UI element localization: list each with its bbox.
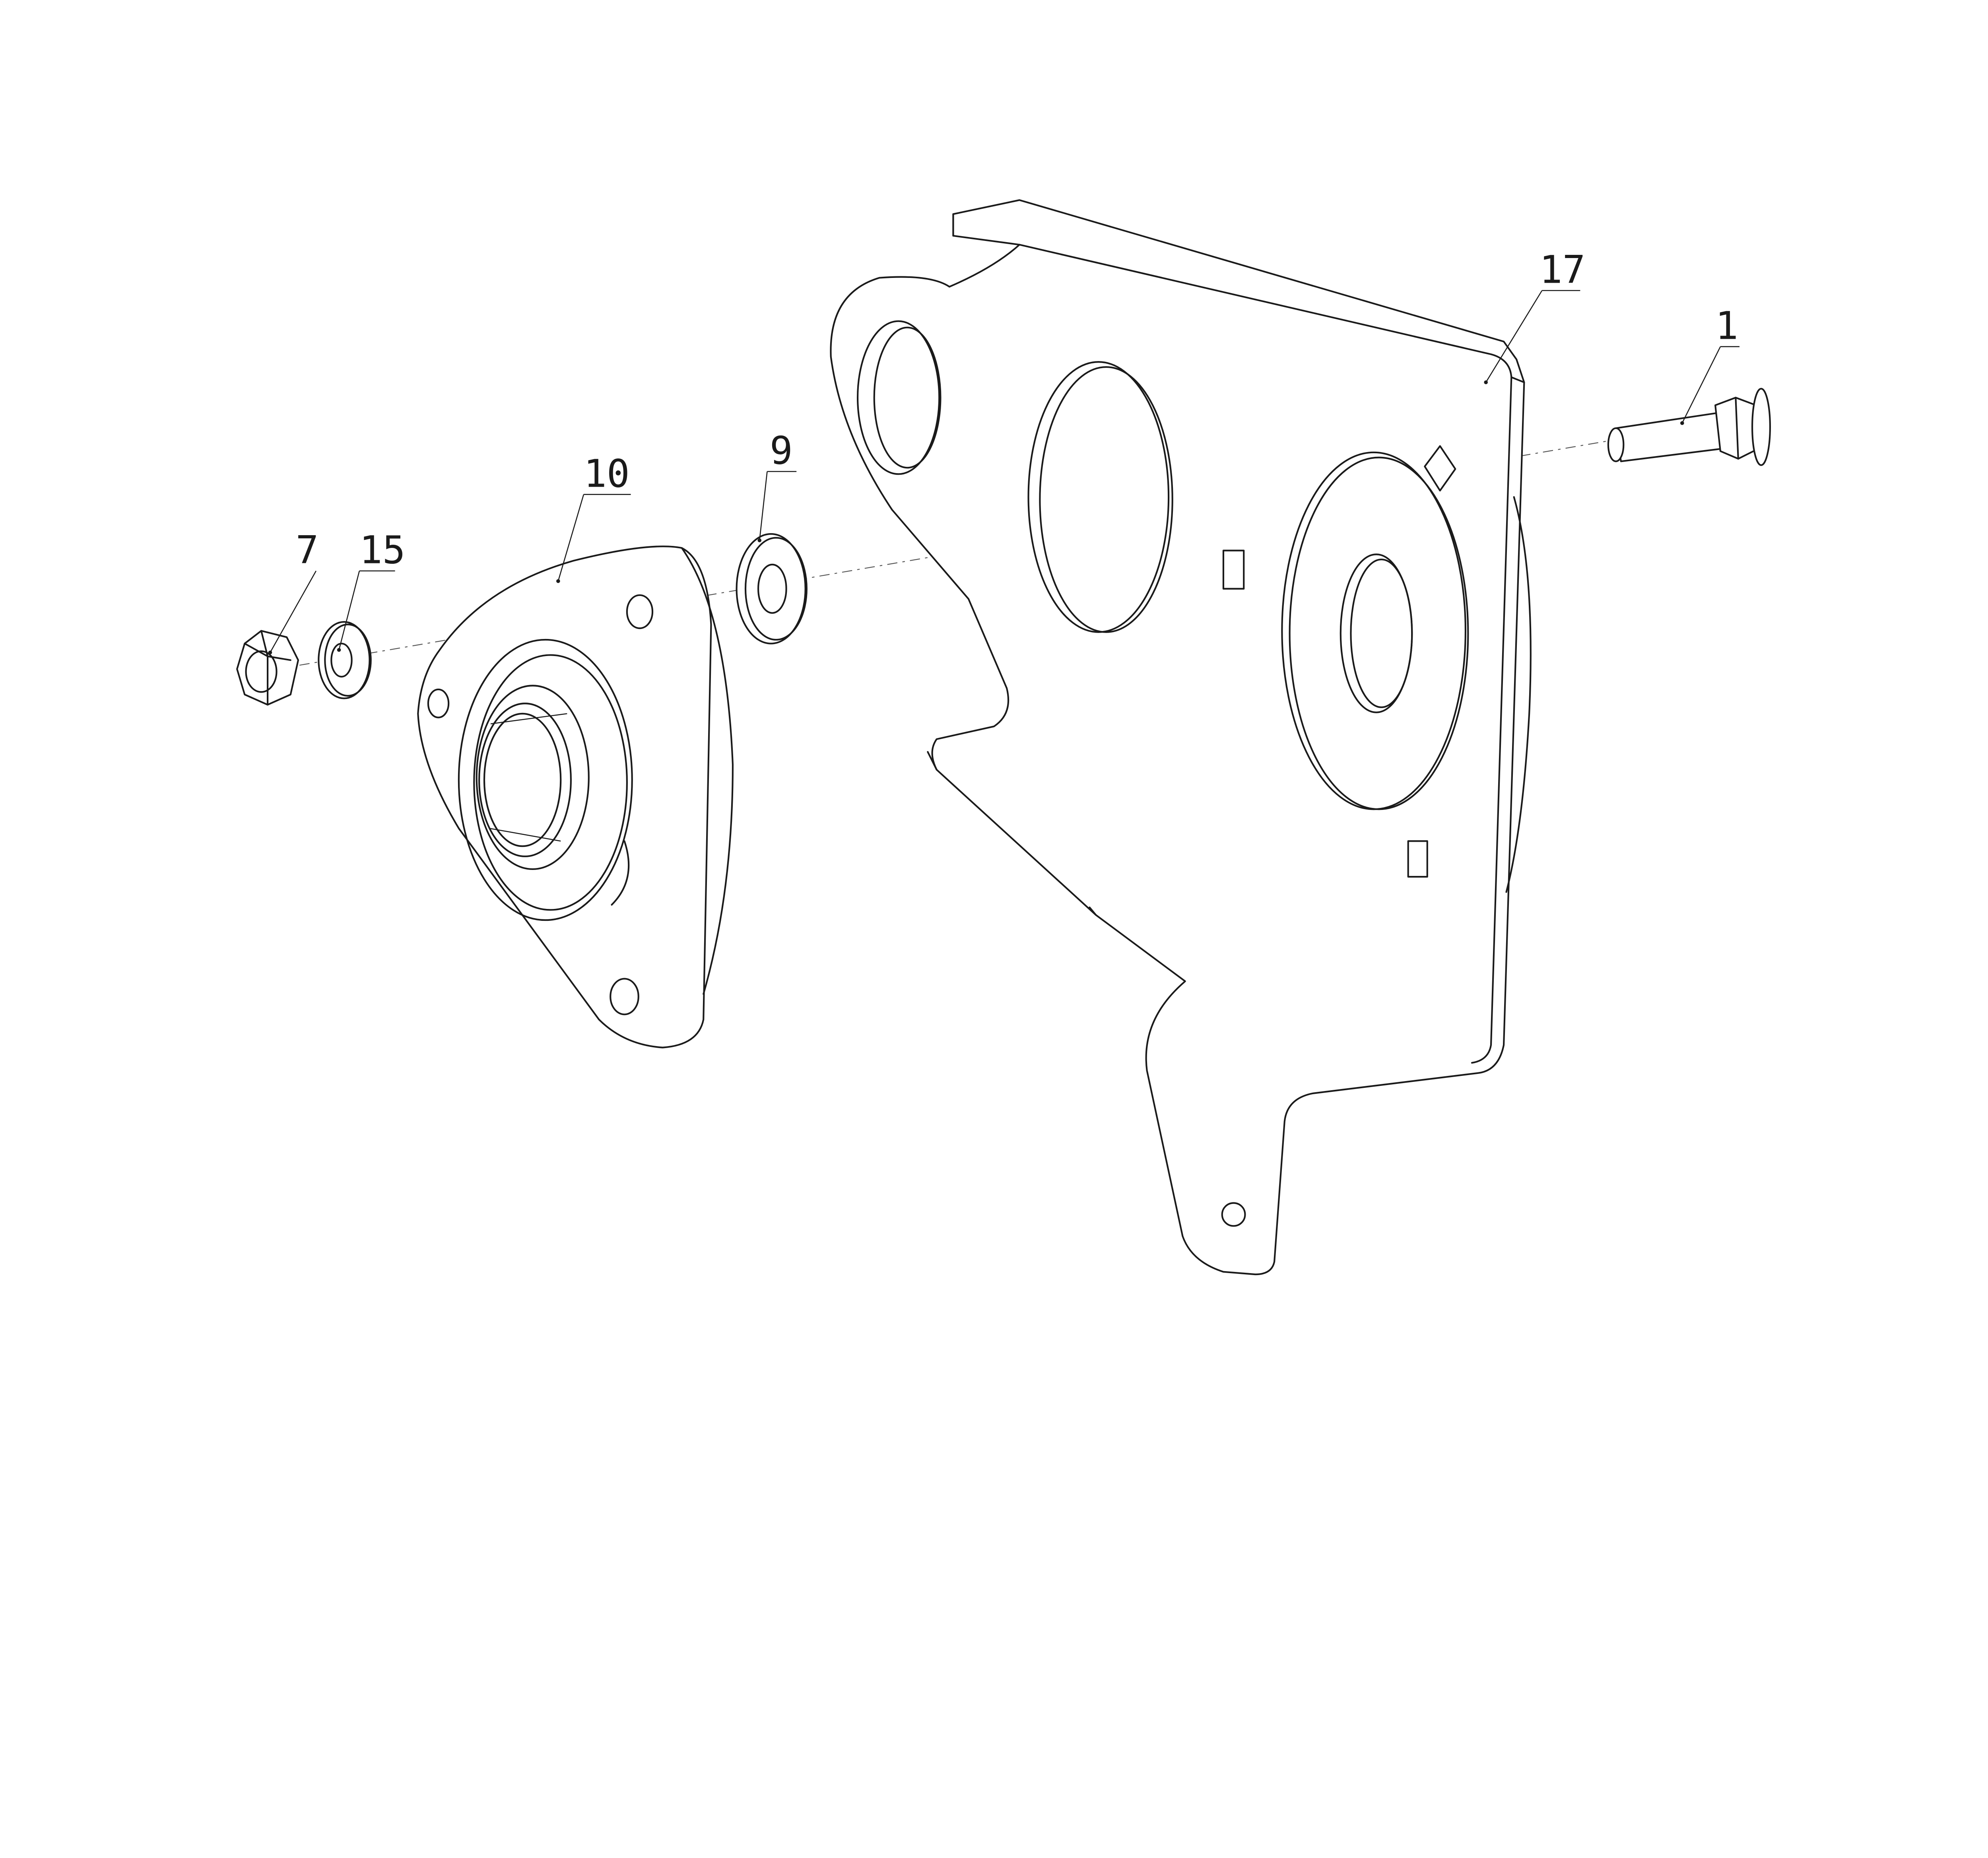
label-10: 10 [584,451,630,496]
label-9: 9 [770,429,793,473]
callout-1: 1 [1680,304,1740,425]
callout-15: 15 [337,528,406,652]
part-17-bracket-plate [830,199,1532,1276]
callout-17: 17 [1484,248,1586,384]
callout-9: 9 [757,429,797,542]
part-7-nut [236,630,299,706]
part-15-spring-washer [318,621,372,699]
part-1-bolt [1607,388,1771,466]
label-1: 1 [1715,304,1738,348]
callout-10: 10 [556,451,631,583]
callout-7: 7 [268,528,319,654]
label-17: 17 [1540,248,1586,292]
label-7: 7 [296,528,319,573]
part-9-flat-washer [736,533,808,645]
exploded-assembly-diagram: 7 15 10 9 17 1 [236,199,1771,1276]
part-10-flange-bearing [417,546,734,1048]
label-15: 15 [359,528,406,573]
